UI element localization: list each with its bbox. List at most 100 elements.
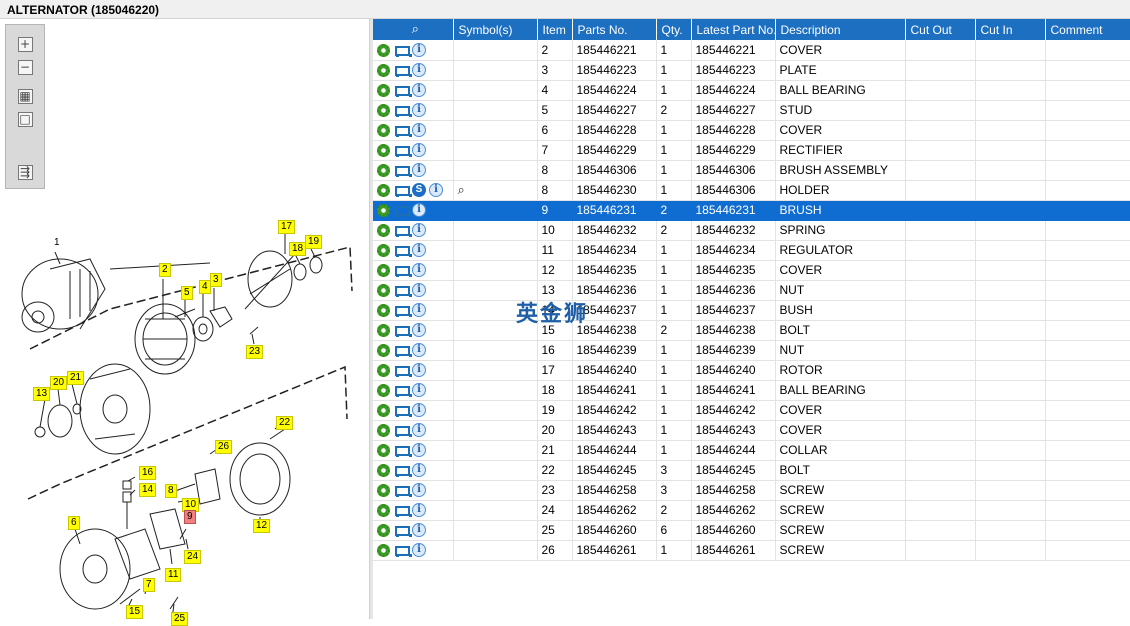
gear-icon[interactable] [377,263,390,277]
gear-icon[interactable] [377,523,390,537]
cart-icon[interactable] [393,504,412,517]
cart-icon[interactable] [393,284,412,297]
gear-icon[interactable] [377,443,390,457]
info-icon[interactable]: i [412,263,426,278]
pane-splitter[interactable] [369,19,373,619]
callout-11[interactable]: 11 [165,568,182,582]
cart-icon[interactable] [393,404,412,417]
info-icon[interactable]: i [412,343,426,358]
callout-17[interactable]: 17 [278,220,296,234]
gear-icon[interactable] [377,423,390,437]
cart-icon[interactable] [393,524,412,537]
cart-icon[interactable] [393,324,412,337]
cart-icon[interactable] [393,464,412,477]
callout-16[interactable]: 16 [139,466,157,480]
view-drawing-icon[interactable]: ⌕ [457,182,465,198]
cart-icon[interactable] [393,364,412,377]
info-icon[interactable]: i [412,283,426,298]
column-header-actions[interactable]: ⌕ [373,19,454,40]
cart-icon[interactable] [393,304,412,317]
info-icon[interactable]: i [412,503,426,518]
info-icon[interactable]: i [429,183,443,198]
info-icon[interactable]: i [412,163,426,178]
callout-3[interactable]: 3 [210,273,222,287]
exploded-view-diagram[interactable]: 1 2 5 4 3 17 18 19 23 13 20 21 22 26 16 … [0,199,369,626]
gear-icon[interactable] [377,123,390,137]
callout-14[interactable]: 14 [139,483,157,497]
info-icon[interactable]: i [412,43,426,58]
callout-21[interactable]: 21 [67,371,85,385]
callout-6[interactable]: 6 [68,516,80,530]
cart-icon[interactable] [393,264,412,277]
fit-all-button[interactable]: ▦ [15,87,35,105]
cart-icon[interactable] [393,44,412,57]
info-icon[interactable]: i [412,223,426,238]
actual-size-button[interactable]: □ [15,110,35,128]
gear-icon[interactable] [377,343,390,357]
gear-icon[interactable] [377,303,390,317]
info-icon[interactable]: i [412,483,426,498]
cart-icon[interactable] [393,144,412,157]
column-header-symbols[interactable]: Symbol(s) [453,19,538,40]
supersession-icon[interactable]: S [412,183,426,198]
callout-24[interactable]: 24 [184,550,202,564]
callout-15[interactable]: 15 [126,605,144,619]
callout-2[interactable]: 2 [159,263,171,277]
gear-icon[interactable] [377,363,390,377]
gear-icon[interactable] [377,383,390,397]
gear-icon[interactable] [377,243,390,257]
callout-4[interactable]: 4 [199,280,211,294]
info-icon[interactable]: i [412,143,426,158]
cart-icon[interactable] [393,384,412,397]
callout-12[interactable]: 12 [253,519,271,533]
gear-icon[interactable] [377,543,390,557]
info-icon[interactable]: i [412,63,426,78]
info-icon[interactable]: i [412,103,426,118]
gear-icon[interactable] [377,43,390,57]
gear-icon[interactable] [377,143,390,157]
info-icon[interactable]: i [412,123,426,138]
cart-icon[interactable] [393,64,412,77]
gear-icon[interactable] [377,103,390,117]
info-icon[interactable]: i [412,543,426,558]
gear-icon[interactable] [377,463,390,477]
zoom-in-button[interactable]: + [15,35,35,53]
info-icon[interactable]: i [412,523,426,538]
gear-icon[interactable] [377,163,390,177]
gear-icon[interactable] [377,323,390,337]
info-icon[interactable]: i [412,383,426,398]
info-icon[interactable]: i [412,403,426,418]
callout-13[interactable]: 13 [33,387,51,401]
info-icon[interactable]: i [412,443,426,458]
gear-icon[interactable] [377,63,390,77]
callout-22[interactable]: 22 [276,416,294,430]
info-icon[interactable]: i [412,323,426,338]
cart-icon[interactable] [393,424,412,437]
callout-5[interactable]: 5 [181,286,193,300]
info-icon[interactable]: i [412,363,426,378]
cart-icon[interactable] [393,104,412,117]
gear-icon[interactable] [377,83,390,97]
cart-icon[interactable] [393,444,412,457]
gear-icon[interactable] [377,283,390,297]
callout-19[interactable]: 19 [305,235,323,249]
column-header-latest-part-no[interactable]: Latest Part No. [691,19,777,40]
gear-icon[interactable] [377,503,390,517]
callout-8[interactable]: 8 [165,484,177,498]
zoom-out-button[interactable]: − [15,58,35,76]
